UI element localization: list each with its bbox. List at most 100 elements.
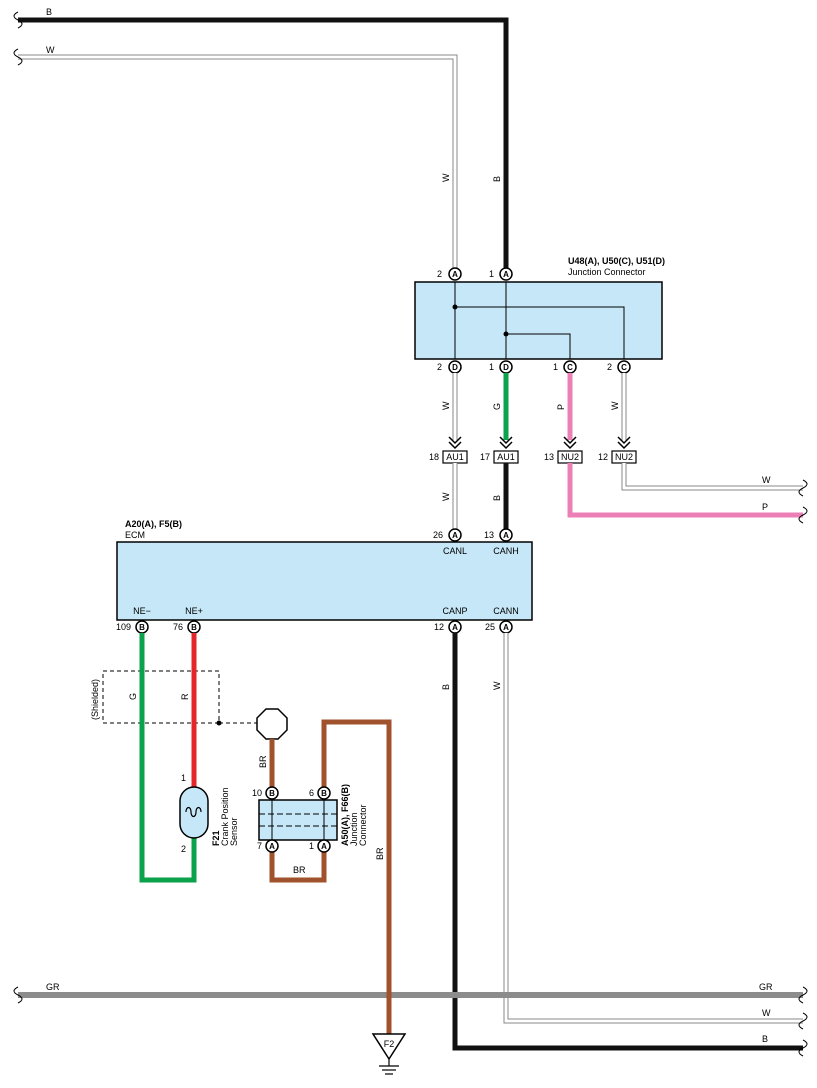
pin-conn: C — [567, 363, 573, 372]
inline-connector-name: NU2 — [615, 452, 633, 462]
pin-conn: A — [452, 623, 458, 632]
break-symbol — [798, 506, 808, 524]
wire-label-b-top: B — [46, 7, 52, 17]
pin-signal: CANN — [493, 606, 519, 616]
pin-signal: NE+ — [185, 606, 203, 616]
break-symbol — [798, 479, 808, 497]
pin-circle — [448, 267, 462, 281]
inline-connector-pin: 13 — [544, 452, 554, 462]
junction-connector2-id: A50(A), F66(B) — [340, 784, 350, 846]
wire-w-to-canl: W — [441, 463, 458, 529]
sensor-name-line2: Sensor — [229, 817, 239, 846]
ground-f2: F2 — [371, 1033, 407, 1075]
inline-connector-au1-18: AU1 18 — [429, 450, 468, 464]
pin-num: 12 — [434, 622, 444, 632]
inline-connector-name: NU2 — [561, 452, 579, 462]
wire-w-top: W W — [18, 45, 458, 268]
pin-conn: B — [139, 623, 145, 632]
wire-w-right: W — [621, 463, 803, 491]
junction-connector-id: U48(A), U50(C), U51(D) — [568, 256, 665, 266]
inline-connector-name: AU1 — [497, 452, 515, 462]
wire-label: BR — [293, 865, 306, 875]
wire-label: R — [180, 693, 190, 700]
pin-conn: A — [452, 270, 458, 279]
pin-conn: A — [503, 623, 509, 632]
ground-id: F2 — [384, 1039, 395, 1049]
ecm-name: ECM — [125, 530, 145, 540]
inline-connector-pin: 17 — [480, 452, 490, 462]
wire-b-to-canh: B — [492, 463, 509, 529]
wire-label: B — [492, 495, 502, 501]
pin-conn: A — [452, 531, 458, 540]
pin-signal: CANL — [443, 546, 467, 556]
pin-num: 2 — [437, 269, 442, 279]
break-symbol — [798, 1012, 808, 1030]
sensor-name-line1: Crank Position — [220, 787, 230, 846]
pin-circle — [317, 786, 331, 800]
pin-circle — [499, 267, 513, 281]
pin-num: 2 — [607, 362, 612, 372]
break-symbol — [798, 1039, 808, 1057]
pin-num: 26 — [433, 530, 443, 540]
wire-g-ne-minus: G — [128, 633, 197, 883]
wire-label: W — [441, 492, 451, 501]
wire-label-w-top: W — [46, 45, 55, 55]
junction-connector-name: Junction Connector — [568, 267, 646, 277]
pin-conn: D — [503, 363, 509, 372]
junction-connector2-name-line2: Connector — [358, 804, 368, 846]
wire-p-right: P — [567, 463, 803, 518]
wire-br-ground: BR — [321, 719, 392, 1034]
wire-label: BR — [375, 847, 385, 860]
wire-label-gr-left: GR — [46, 982, 60, 992]
sensor-pin-1: 1 — [181, 773, 186, 783]
inline-connector-nu2-13: NU2 13 — [544, 450, 583, 464]
pin-circle — [317, 839, 331, 853]
pin-conn: B — [321, 789, 327, 798]
crank-position-sensor: 1 2 F21 Crank Position Sensor — [179, 773, 239, 854]
wire-label: W — [492, 681, 502, 690]
break-symbol — [13, 11, 23, 29]
wire-gr: GR GR — [18, 982, 803, 998]
wire-label: W — [610, 401, 620, 410]
inline-connector-pin: 12 — [598, 452, 608, 462]
wire-w-cann: W W — [492, 633, 803, 1024]
junction-connector-u48: U48(A), U50(C), U51(D) Junction Connecto… — [414, 256, 665, 374]
junction-connector2-name-line1: Junction — [349, 812, 359, 846]
pin-num: 1 — [489, 362, 494, 372]
pin-num: 1 — [309, 841, 314, 851]
wire-b-top: B B — [18, 7, 509, 268]
break-symbol — [798, 986, 808, 1004]
pin-circle — [448, 528, 462, 542]
pin-num: 109 — [116, 622, 131, 632]
pin-num: 1 — [489, 269, 494, 279]
pin-signal: CANH — [493, 546, 519, 556]
wire-br-loop: BR — [269, 852, 327, 883]
wire-p-c1: P — [556, 373, 573, 440]
pin-num: 10 — [252, 788, 262, 798]
wire-label: P — [762, 502, 768, 512]
pin-conn: B — [269, 789, 275, 798]
wire-label: P — [556, 404, 566, 410]
pin-conn: C — [621, 363, 627, 372]
wire-b-canp: B B — [441, 633, 803, 1051]
pin-circle — [265, 839, 279, 853]
wire-label: BR — [258, 755, 268, 768]
wire-label-w-vertical: W — [441, 173, 451, 182]
break-symbol — [13, 986, 23, 1004]
pin-conn: A — [503, 531, 509, 540]
wire-label: G — [128, 693, 138, 700]
pin-circle — [265, 786, 279, 800]
wire-label: W — [762, 475, 771, 485]
pin-conn: A — [269, 842, 275, 851]
ecm: A20(A), F5(B) ECM A 26 CANL A 13 CANH NE… — [116, 519, 533, 634]
wire-label-b-vertical: B — [492, 176, 502, 182]
pin-num: 7 — [257, 841, 262, 851]
junction-connector-a50: B 10 B 6 A 7 A 1 A50(A), F66(B) Junction… — [252, 784, 368, 853]
wire-label: W — [441, 401, 451, 410]
inline-connector-pin: 18 — [429, 452, 439, 462]
inline-connector-au1-17: AU1 17 — [480, 450, 519, 464]
ecm-id: A20(A), F5(B) — [125, 519, 182, 529]
pin-num: 2 — [437, 362, 442, 372]
wire-label: B — [762, 1034, 768, 1044]
